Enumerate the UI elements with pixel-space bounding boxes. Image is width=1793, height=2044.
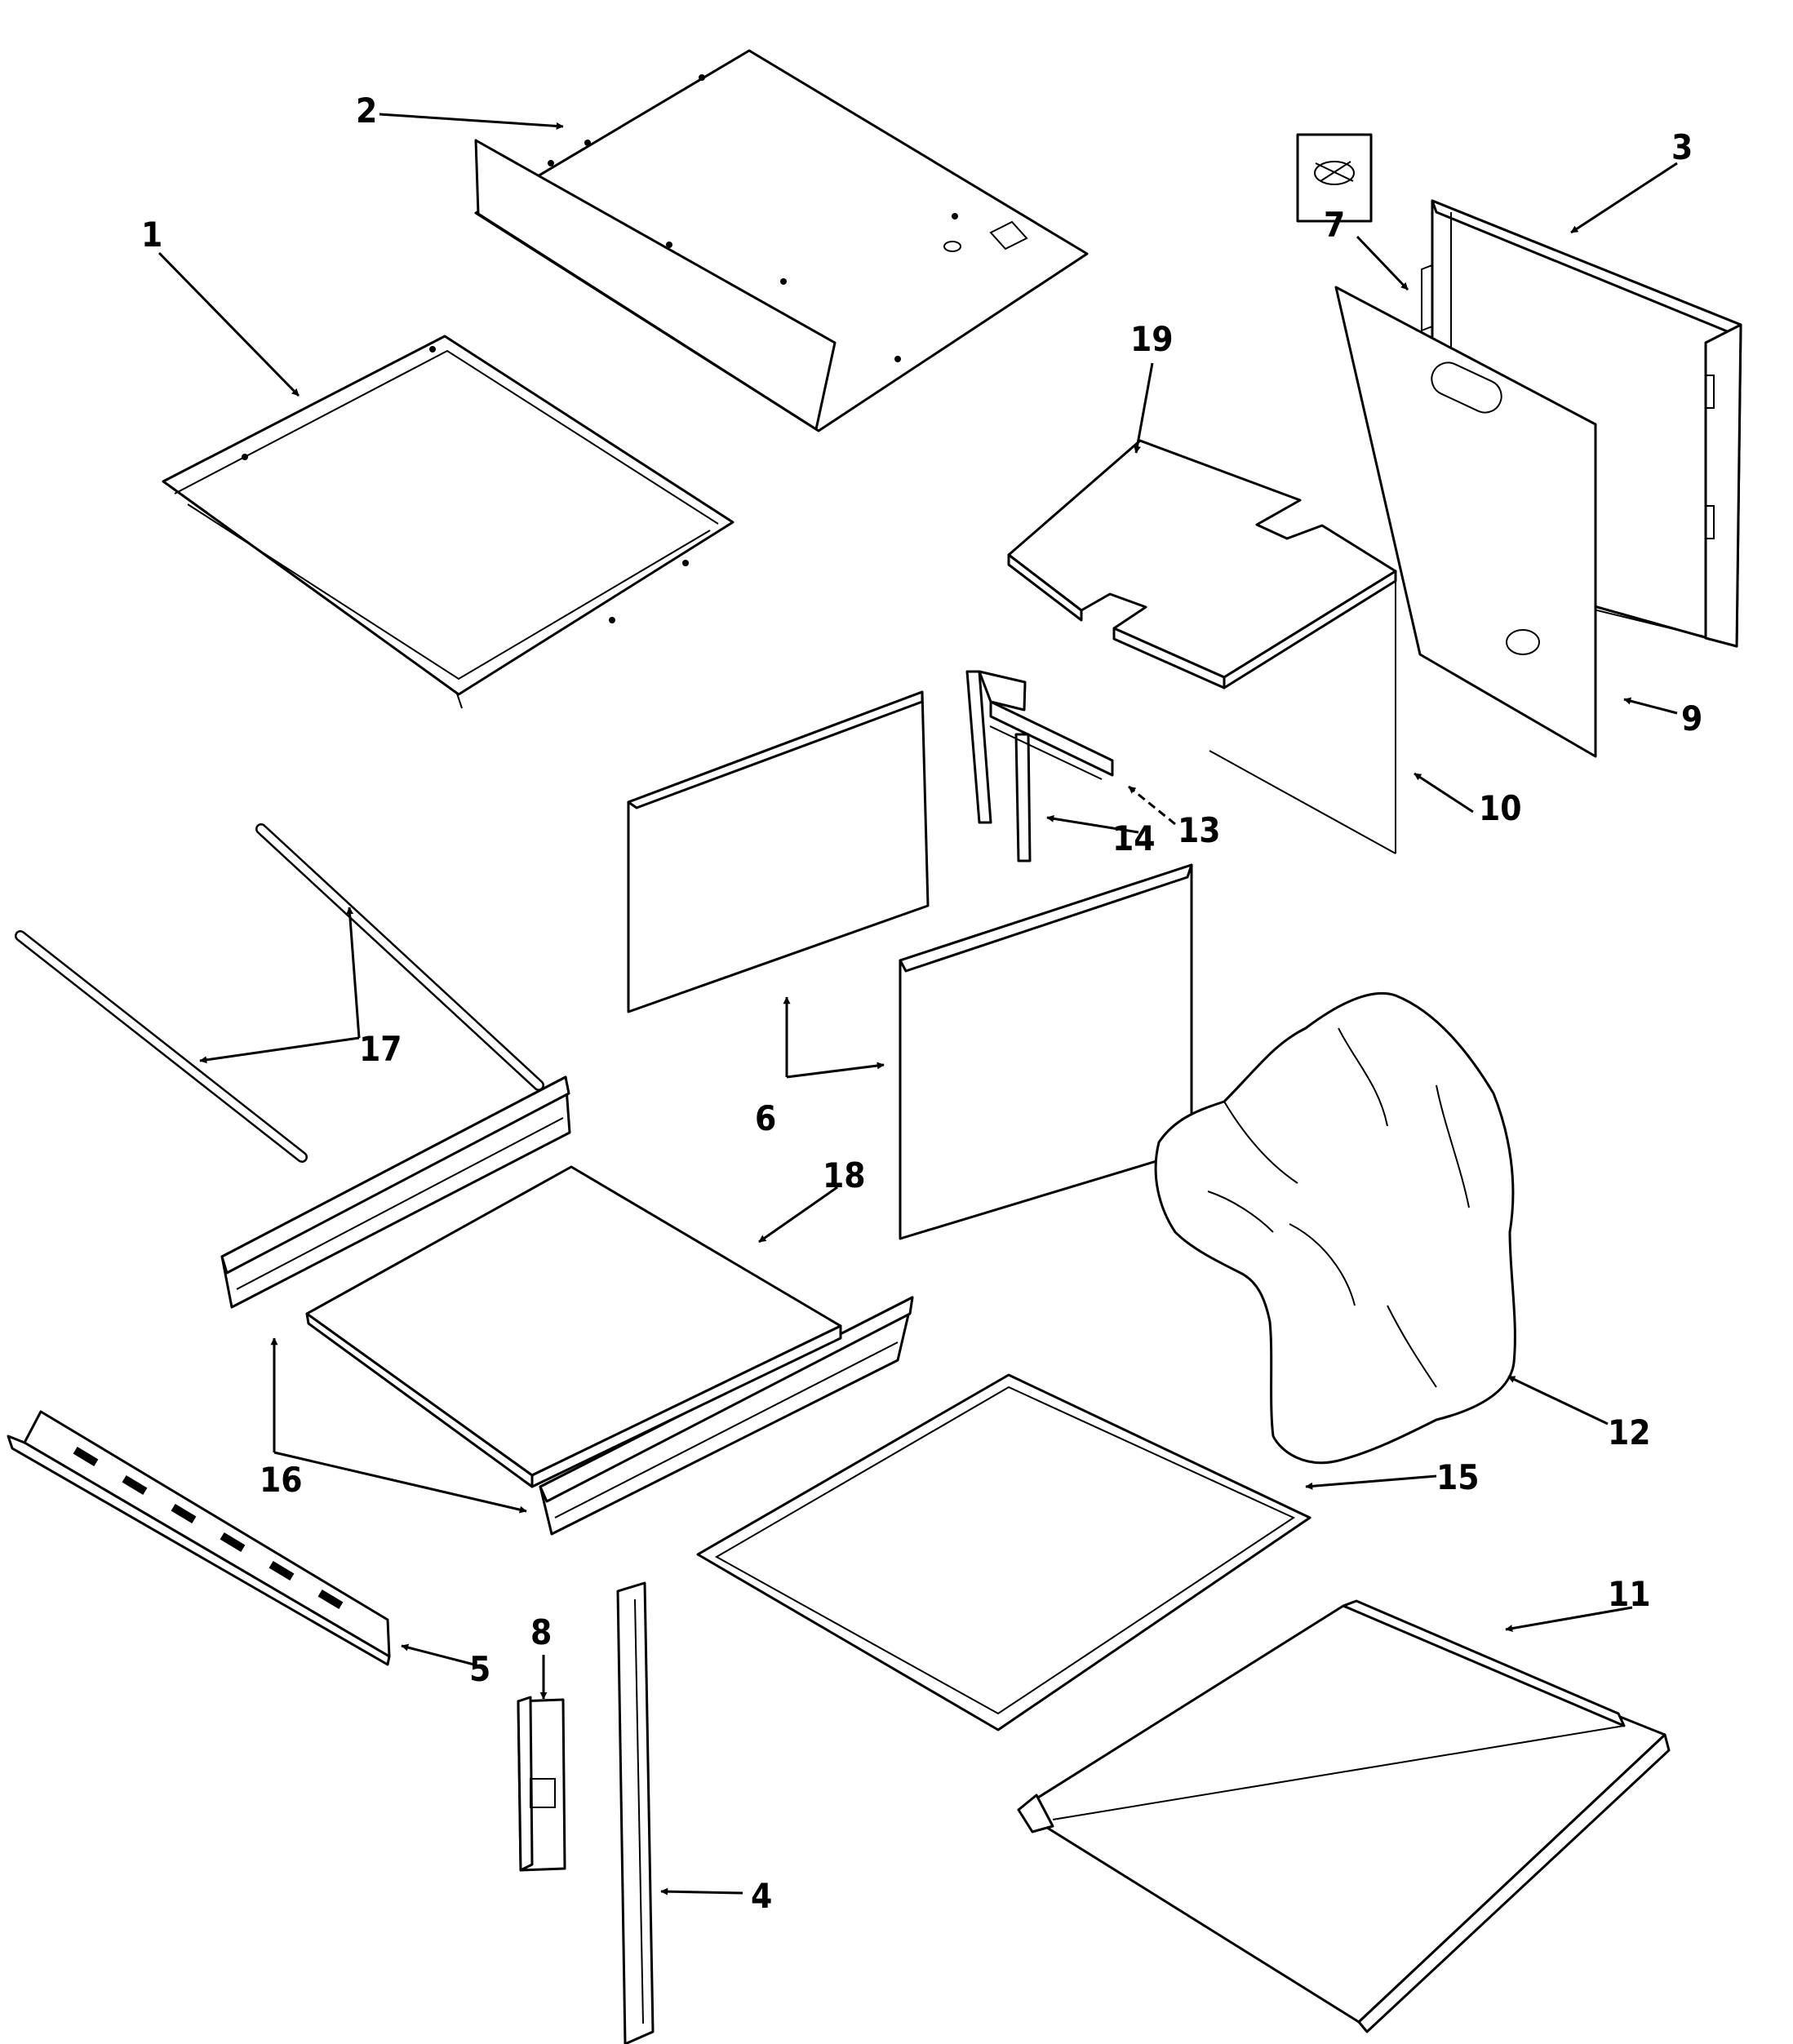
callout-leaders [158,113,1678,1895]
callout-16: 16 [260,1460,303,1500]
callout-11: 11 [1608,1574,1651,1614]
part-6-side-panel-upper [627,690,930,1013]
callout-17: 17 [359,1029,402,1069]
callout-14: 14 [1112,818,1156,858]
part-14-bracket [965,670,1114,862]
part-6-side-panel-lower [899,863,1193,1240]
part-8-hinge-receptacle [517,1696,566,1872]
callout-6: 6 [755,1098,776,1138]
part-18-oven-floor [305,1165,842,1488]
part-4-side-trim [616,1581,655,2044]
callout-13: 13 [1178,810,1221,850]
part-17-rod-lower [15,930,308,1163]
part-15-frame [696,1373,1311,1731]
part-2-top-panel [474,49,1089,432]
part-17-rod-upper [255,823,544,1091]
callout-18: 18 [823,1155,866,1195]
part-5-vent-trim [7,1410,391,1666]
callout-4: 4 [751,1876,772,1916]
callout-7: 7 [1324,205,1345,245]
callout-5: 5 [469,1649,490,1689]
part-9-back-insulation [1334,286,1597,758]
part-1-cavity-top [162,335,735,709]
part-19-top-pad [1007,439,1397,854]
callout-labels: 1 2 3 7 19 9 10 13 14 17 6 18 12 15 16 1… [141,91,1702,1916]
part-7-thermal-switch [1296,133,1373,223]
part-12-insulation-blanket [1154,991,1516,1465]
callout-2: 2 [356,91,377,131]
callout-12: 12 [1608,1412,1651,1452]
callout-9: 9 [1681,698,1702,738]
callout-1: 1 [141,215,162,255]
part-16-rail-left [220,1075,571,1309]
callout-19: 19 [1130,319,1174,359]
callout-15: 15 [1436,1457,1480,1497]
callout-10: 10 [1479,788,1522,828]
part-11-bottom-panel [1017,1599,1671,2033]
callout-8: 8 [530,1612,552,1652]
callout-3: 3 [1671,127,1693,167]
